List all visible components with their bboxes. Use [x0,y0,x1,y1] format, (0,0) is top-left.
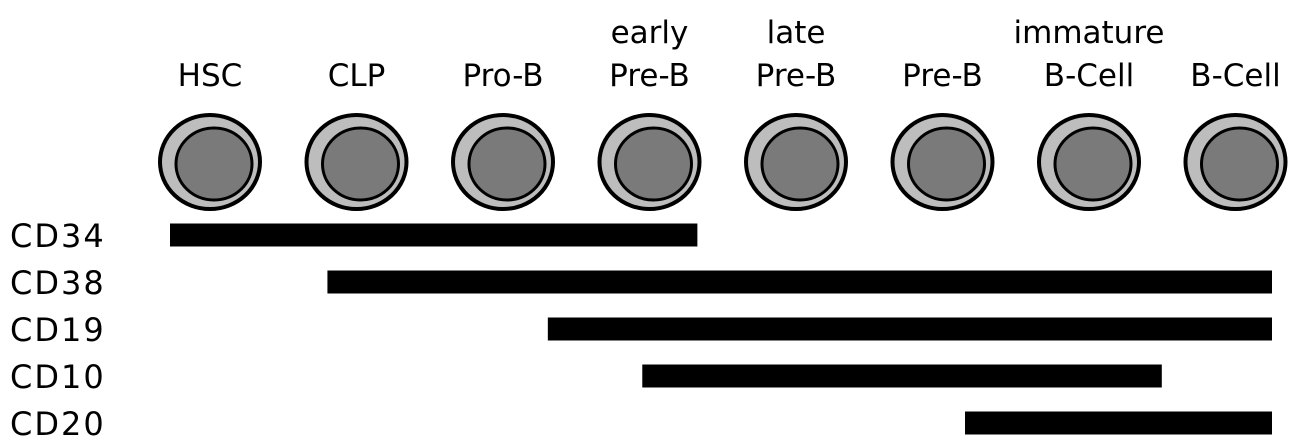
stage-label: Pre-B [756,58,837,94]
stage-label: Pro-B [462,58,543,94]
cell-nucleus [467,126,547,202]
stage-label: B-Cell [1044,58,1134,94]
stage-label: B-Cell [1190,58,1280,94]
cell-nucleus [174,126,254,202]
marker-row-cd19: CD19 [10,311,1272,349]
stage-label: CLP [328,58,386,94]
cell-nucleus [1200,126,1279,202]
expression-bar [642,364,1162,388]
marker-row-cd20: CD20 [10,405,1272,442]
marker-row-cd34: CD34 [10,217,698,255]
stage-label: Pre-B [609,58,690,94]
cell-nucleus [907,126,986,202]
cell-nucleus [614,126,693,202]
marker-row-cd38: CD38 [10,264,1272,302]
marker-label: CD10 [10,358,106,396]
cell-nucleus [760,126,840,202]
stage-label: HSC [178,58,243,94]
marker-label: CD20 [10,405,106,442]
marker-label: CD19 [10,311,106,349]
stage-0: HSC [158,58,262,211]
stage-label: Pre-B [902,58,983,94]
expression-bar [170,223,698,247]
stage-qualifier: late [767,15,826,51]
stage-1: CLP [304,58,409,211]
stage-qualifier: immature [1014,15,1165,51]
stage-2: Pro-B [451,58,555,211]
marker-row-cd10: CD10 [10,358,1162,396]
marker-label: CD38 [10,264,106,302]
expression-bar [965,411,1272,435]
stage-7: B-Cell [1183,58,1288,211]
expression-bar [327,270,1272,294]
marker-label: CD34 [10,217,106,255]
expression-bar [547,317,1272,341]
stage-qualifier: early [611,15,689,51]
cell-nucleus [1053,126,1133,202]
cell-nucleus [321,126,400,202]
stage-5: Pre-B [890,58,995,211]
